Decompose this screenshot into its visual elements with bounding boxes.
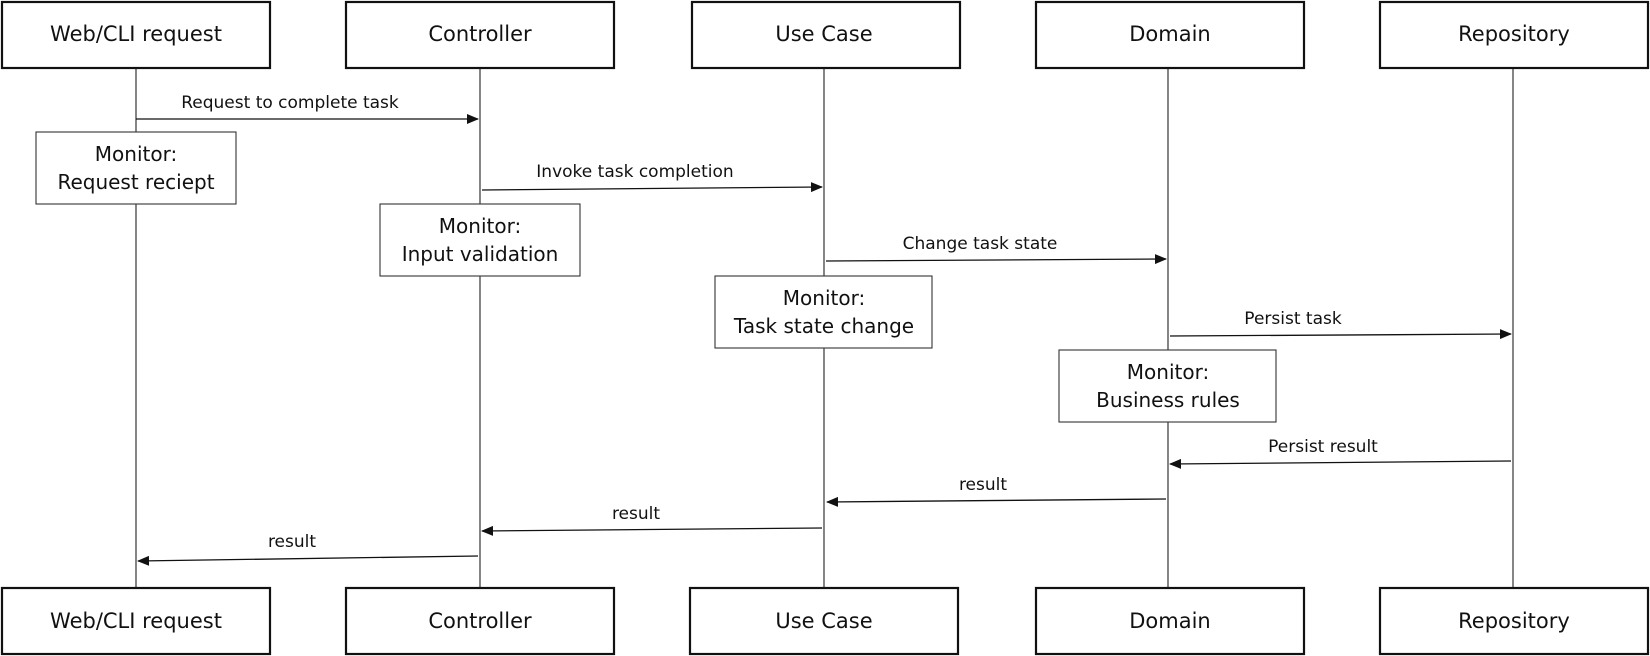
message-label: result <box>959 475 1007 495</box>
participant-label: Use Case <box>775 22 872 46</box>
message-arrow <box>137 555 479 566</box>
message-arrow <box>1169 458 1512 469</box>
participant-label: Repository <box>1458 609 1570 633</box>
message-label: result <box>268 532 316 552</box>
message-label: Request to complete task <box>181 93 399 113</box>
participant-controller-top: Controller <box>344 0 616 70</box>
participant-domain-top: Domain <box>1034 0 1306 70</box>
note-line2: Task state change <box>733 314 914 338</box>
message-arrow <box>1169 329 1512 340</box>
participant-controller-bottom: Controller <box>344 586 616 656</box>
message-persist-task: Persist task <box>1169 309 1512 340</box>
message-label: Invoke task completion <box>536 162 733 182</box>
participant-usecase-top: Use Case <box>690 0 962 70</box>
participant-label: Web/CLI request <box>50 22 222 46</box>
message-label: result <box>612 504 660 524</box>
message-persist-result: Persist result <box>1169 437 1512 469</box>
participant-domain-bottom: Domain <box>1034 586 1306 656</box>
participant-label: Controller <box>428 609 532 633</box>
participant-label: Domain <box>1129 609 1211 633</box>
note-line2: Business rules <box>1096 388 1240 412</box>
participant-label: Use Case <box>775 609 872 633</box>
message-change-task-state: Change task state <box>825 234 1167 265</box>
note-line1: Monitor: <box>439 214 521 238</box>
message-arrow <box>825 254 1167 265</box>
participants-top: Web/CLI request Controller Use Case Doma… <box>0 0 1650 70</box>
note-line2: Request reciept <box>57 170 214 194</box>
participant-repository-bottom: Repository <box>1378 586 1650 656</box>
participant-repository-top: Repository <box>1378 0 1650 70</box>
message-label: Change task state <box>903 234 1058 254</box>
participant-web-top: Web/CLI request <box>0 0 272 70</box>
message-invoke-task-completion: Invoke task completion <box>481 162 823 193</box>
note-request-reciept: Monitor: Request reciept <box>35 131 237 205</box>
messages: Request to complete task Invoke task com… <box>136 93 1512 566</box>
message-result-controller-to-web: result <box>137 532 479 566</box>
participant-web-bottom: Web/CLI request <box>0 586 272 656</box>
note-line1: Monitor: <box>1127 360 1209 384</box>
participant-label: Controller <box>428 22 532 46</box>
note-business-rules: Monitor: Business rules <box>1058 349 1277 423</box>
message-result-usecase-to-controller: result <box>481 504 823 536</box>
note-line1: Monitor: <box>95 142 177 166</box>
participants-bottom: Web/CLI request Controller Use Case Doma… <box>0 586 1650 656</box>
note-input-validation: Monitor: Input validation <box>379 203 581 277</box>
participant-label: Web/CLI request <box>50 609 222 633</box>
note-task-state-change: Monitor: Task state change <box>714 275 933 349</box>
message-request-to-complete-task: Request to complete task <box>136 93 479 124</box>
notes: Monitor: Request reciept Monitor: Input … <box>35 131 1277 423</box>
message-result-domain-to-usecase: result <box>826 475 1167 507</box>
message-label: Persist task <box>1244 309 1342 329</box>
message-arrow <box>481 182 823 193</box>
note-line2: Input validation <box>402 242 559 266</box>
participant-label: Domain <box>1129 22 1211 46</box>
message-arrow <box>826 496 1167 507</box>
participant-label: Repository <box>1458 22 1570 46</box>
note-line1: Monitor: <box>783 286 865 310</box>
message-arrow <box>481 525 823 536</box>
participant-usecase-bottom: Use Case <box>688 586 960 656</box>
message-label: Persist result <box>1268 437 1378 457</box>
